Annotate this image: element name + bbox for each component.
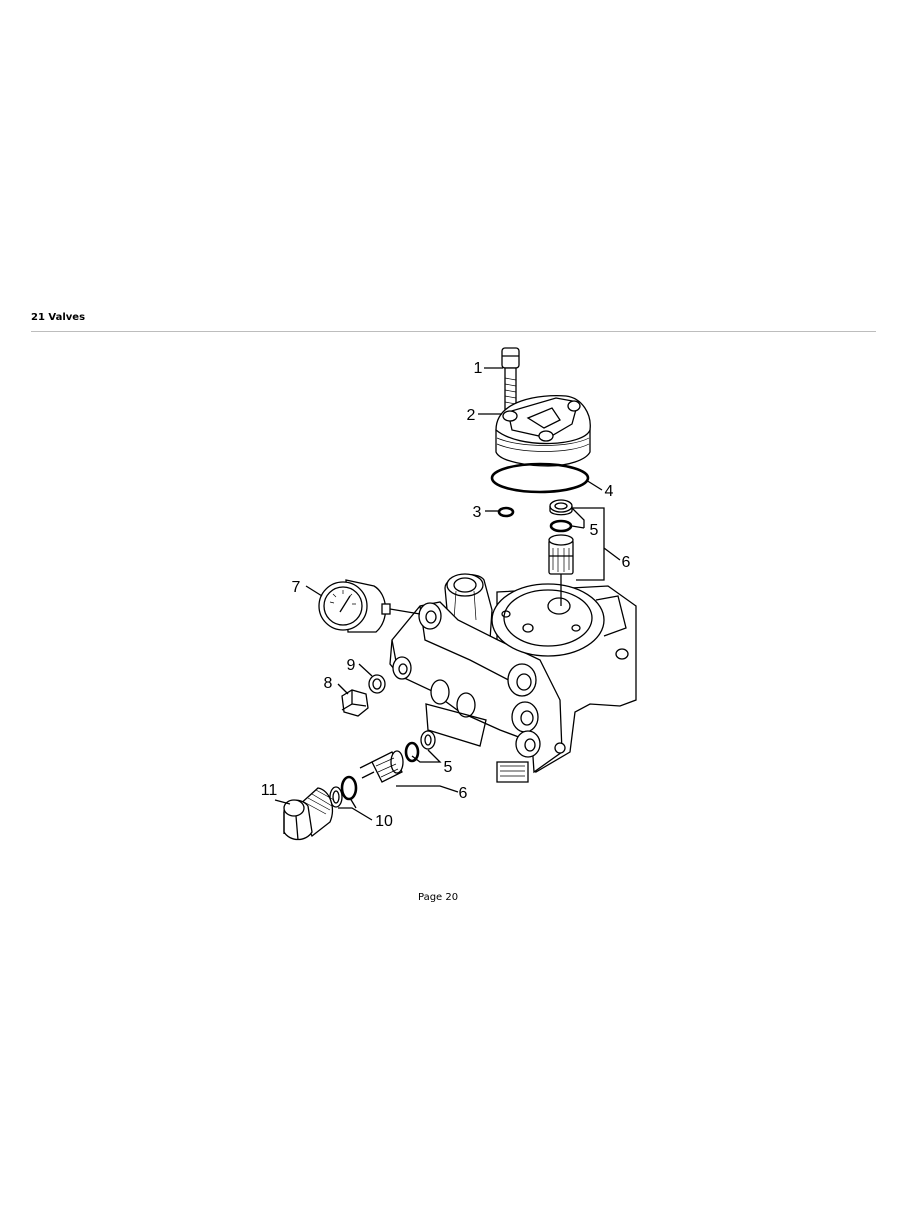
callout-label: 3 <box>473 504 482 521</box>
part-1-screw <box>501 347 520 411</box>
callout-labels: 1 2 3 4 5 6 7 8 9 5 6 11 10 <box>261 360 631 830</box>
part-7-pressure-gauge <box>318 579 421 633</box>
part-9-sealing-ring <box>368 674 386 694</box>
part-2-valve-cover <box>495 395 591 467</box>
part-6-top-valve <box>548 534 574 606</box>
callout-label: 5 <box>590 522 599 539</box>
part-8-plug-screw <box>341 689 369 717</box>
callout-label: 5 <box>444 759 453 776</box>
leader-lines <box>274 367 621 821</box>
callout-label: 2 <box>467 407 476 424</box>
part-5-top-rings <box>549 499 573 533</box>
pump-head-body <box>389 573 637 783</box>
part-6-lower-valve <box>359 750 404 783</box>
callout-label: 8 <box>324 675 333 692</box>
header-divider <box>31 331 876 332</box>
part-10-rings <box>329 775 358 808</box>
part-11-plug <box>283 787 335 841</box>
part-5-lower-rings <box>404 730 436 763</box>
callout-label: 10 <box>375 813 393 830</box>
callout-label: 4 <box>605 483 614 500</box>
callout-label: 9 <box>347 657 356 674</box>
callout-label: 7 <box>292 579 301 596</box>
callout-label: 11 <box>261 782 278 799</box>
callout-label: 6 <box>459 785 468 802</box>
part-4-large-o-ring <box>490 462 590 494</box>
exploded-valve-diagram: 1 2 3 4 5 6 7 8 9 5 6 11 10 <box>255 340 675 884</box>
callout-label: 6 <box>622 554 631 571</box>
part-3-small-o-ring <box>497 506 515 518</box>
callout-label: 1 <box>474 360 483 377</box>
page-number: Page 20 <box>418 892 459 903</box>
section-title: 21 Valves <box>31 312 86 323</box>
